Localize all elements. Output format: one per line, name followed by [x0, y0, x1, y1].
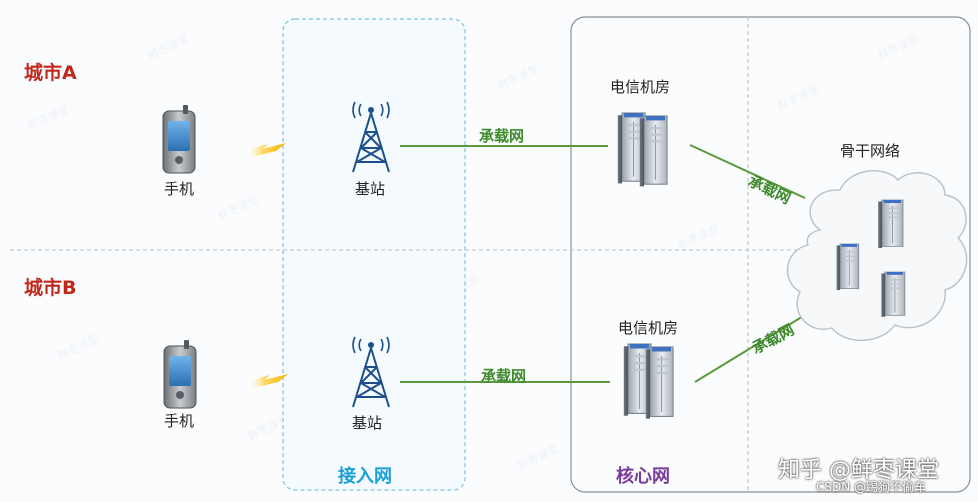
base-station-b-label: 基站 [352, 414, 383, 432]
base-station-tower-icon [352, 336, 390, 408]
svg-text:鲜枣课堂: 鲜枣课堂 [775, 81, 821, 112]
svg-text:鲜枣课堂: 鲜枣课堂 [495, 61, 541, 92]
server-rack-icon [623, 343, 674, 420]
zhihu-watermark: 知乎 @鲜枣课堂 [778, 458, 939, 483]
backbone-link-b [694, 314, 806, 383]
backbone-network-label: 骨干网络 [840, 142, 901, 160]
mobile-phone-icon [162, 105, 196, 174]
city-b-label: 城市B [24, 277, 77, 299]
svg-text:鲜枣课堂: 鲜枣课堂 [675, 221, 721, 252]
svg-text:鲜枣课堂: 鲜枣课堂 [515, 441, 561, 472]
access-network-zone-label: 接入网 [338, 466, 392, 487]
svg-text:鲜枣课堂: 鲜枣课堂 [215, 191, 261, 222]
core-network-zone-label: 核心网 [616, 466, 670, 487]
signal-bolt-icon [246, 143, 286, 158]
csdn-watermark: CSDN @踢狗不偷车 [816, 480, 927, 494]
svg-text:鲜枣课堂: 鲜枣课堂 [875, 31, 921, 62]
bearer-network-b-label: 承载网 [481, 367, 527, 385]
telecom-room-a-label: 电信机房 [610, 78, 671, 96]
svg-text:鲜枣课堂: 鲜枣课堂 [55, 331, 101, 362]
svg-text:鲜枣课堂: 鲜枣课堂 [25, 101, 71, 132]
backbone-cloud-icon [786, 170, 968, 342]
background-watermark-pattern: 鲜枣课堂 鲜枣课堂 鲜枣课堂 鲜枣课堂 鲜枣课堂 鲜枣课堂 鲜枣课堂 鲜枣课堂 … [25, 31, 921, 472]
base-station-a-label: 基站 [355, 180, 386, 198]
core-network-zone [570, 16, 971, 493]
telecom-room-b-label: 电信机房 [618, 319, 679, 337]
base-station-tower-icon [352, 101, 390, 173]
signal-bolt-icon [248, 374, 288, 389]
phone-b-label: 手机 [164, 412, 195, 430]
access-network-zone [282, 18, 466, 491]
svg-text:鲜枣课堂: 鲜枣课堂 [145, 31, 191, 62]
phone-a-label: 手机 [164, 180, 195, 198]
server-rack-icon [617, 112, 668, 187]
city-a-label: 城市A [24, 62, 77, 84]
mobile-phone-icon [163, 340, 197, 409]
bearer-network-a-label: 承载网 [479, 127, 525, 145]
backbone-link-a [689, 144, 806, 199]
